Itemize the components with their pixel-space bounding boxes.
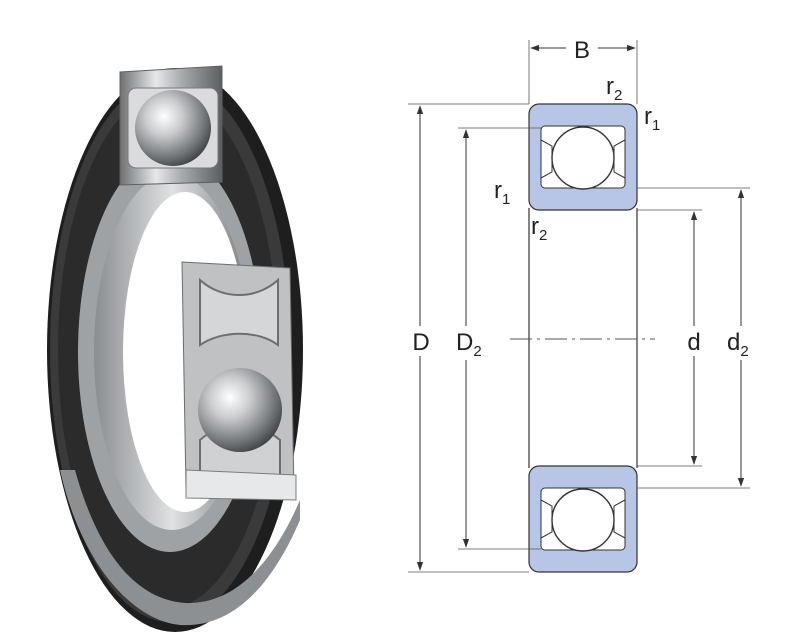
dim-D-label-bg [408, 326, 434, 356]
dim-d2-label-bg [724, 326, 764, 360]
dim-D-label: D [412, 329, 429, 356]
section-cut-face [185, 469, 297, 501]
r1-left-label: r1 [494, 177, 510, 208]
dim-d2-label: d2 [727, 329, 749, 360]
technical-drawing: B r2 r1 r1 r2 D D2 d d2 [408, 36, 764, 573]
cross-section-top [528, 103, 638, 211]
dim-d-label: d [687, 329, 700, 356]
cross-section-bottom [528, 465, 638, 573]
dim-B-label-bg [566, 36, 598, 60]
ball-top [135, 90, 211, 166]
ball-bottom [198, 368, 282, 452]
bearing-illustration [47, 65, 303, 632]
dim-B-label: B [574, 37, 590, 64]
outer-ring-bottom [60, 470, 300, 626]
r1-top-label: r1 [644, 103, 660, 134]
dim-D2-label: D2 [456, 329, 482, 360]
r2-lower-label: r2 [531, 213, 547, 244]
dim-D2-label-bg [450, 326, 492, 360]
cage [199, 277, 279, 347]
r2-top-label: r2 [606, 73, 622, 104]
dim-d-label-bg [682, 326, 706, 356]
